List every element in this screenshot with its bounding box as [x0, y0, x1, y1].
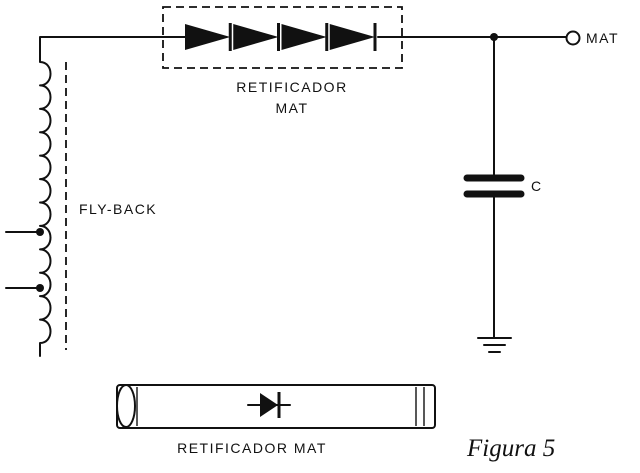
- diode-4: [329, 23, 377, 51]
- tap-1: [5, 228, 44, 236]
- capacitor-label: C: [531, 178, 543, 194]
- rectifier-box: [162, 6, 403, 69]
- flyback-coil: [39, 39, 52, 357]
- diode-3: [281, 23, 329, 51]
- flyback-taps: [5, 228, 44, 292]
- series-diodes: [185, 23, 377, 51]
- diode-1: [185, 23, 232, 51]
- physical-rectifier-diode-symbol: [247, 392, 291, 418]
- physical-rectifier: [116, 384, 436, 429]
- flyback-label: FLY-BACK: [79, 201, 157, 217]
- physical-rectifier-label: RETIFICADOR MAT: [177, 440, 327, 456]
- coil-winding: [39, 39, 52, 357]
- tap-2: [5, 284, 44, 292]
- capacitor: [463, 36, 525, 339]
- rectifier-label-line1: RETIFICADOR: [236, 79, 347, 95]
- ground-symbol: [477, 337, 512, 353]
- figure-caption: Figura 5: [466, 435, 555, 462]
- diode-2: [233, 23, 280, 51]
- output-terminal: [565, 30, 581, 46]
- output-label: MAT: [586, 30, 619, 46]
- rectifier-label-line2: MAT: [275, 100, 308, 116]
